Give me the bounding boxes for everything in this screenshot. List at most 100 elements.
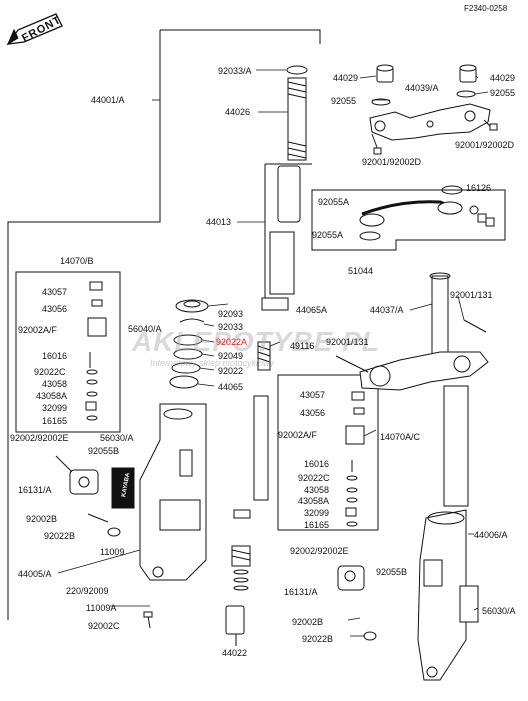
- label-44013: 44013: [206, 217, 232, 227]
- label-16131A-right: 16131/A: [284, 587, 318, 597]
- label-92002AF-right: 92002A/F: [278, 430, 318, 440]
- label-44029-right: 44029: [490, 73, 516, 83]
- label-92055A-lower: 92055A: [312, 230, 344, 240]
- label-92002B-left: 92002B: [26, 514, 58, 524]
- label-92022A: 92022A: [216, 337, 248, 347]
- seal-92093: [175, 299, 209, 313]
- label-16016-left: 16016: [42, 351, 68, 361]
- damper-rod-44022-icon: [225, 395, 269, 646]
- caliper-bracket-left-icon: [69, 469, 99, 495]
- label-92022C-right: 92022C: [298, 473, 330, 483]
- oring-92033A: [286, 65, 308, 75]
- label-43058-right: 43058: [304, 485, 330, 495]
- bushing-44065: [169, 375, 199, 389]
- label-92055A-upper: 92055A: [318, 197, 350, 207]
- clip-92033: [179, 318, 205, 323]
- label-32099-right: 32099: [304, 508, 330, 518]
- leader-lines: [57, 69, 489, 646]
- label-44005A: 44005/A: [18, 569, 52, 579]
- label-92002C: 92002C: [88, 621, 120, 631]
- label-92001-131-right: 92001/131: [450, 290, 493, 300]
- upper-bracket-icon: [369, 103, 491, 141]
- bolt-92001-131-mid-icon: [335, 355, 369, 373]
- label-56030A-left: 56030/A: [100, 433, 134, 443]
- outer-tube-left-icon: [139, 403, 207, 581]
- label-51044: 51044: [348, 266, 374, 276]
- label-43056-left: 43056: [42, 304, 68, 314]
- bolt-left-icon: [371, 133, 382, 155]
- fork-tube-right-icon: [417, 385, 469, 681]
- front-arrow-icon: [6, 13, 63, 46]
- brace-box: [311, 189, 506, 251]
- label-56040A: 56040/A: [128, 324, 162, 334]
- figure-code: F2340-0258: [464, 4, 508, 13]
- label-92001-131-mid: 92001/131: [326, 337, 369, 347]
- cap-right-icon: [459, 64, 477, 83]
- label-92001-92002D-left: 92001/92002D: [362, 157, 422, 167]
- watermark-text: AKLEPOTYBE PL: [132, 326, 380, 357]
- label-11009A: 11009A: [86, 603, 117, 613]
- label-92022C-left: 92022C: [34, 367, 66, 377]
- label-14070AC: 14070A/C: [380, 432, 421, 442]
- label-44065A: 44065A: [296, 305, 328, 315]
- bolt-92002B-left-icon: [87, 513, 109, 523]
- decal-56030-left: [111, 467, 135, 509]
- spring-44026-icon: [287, 77, 307, 161]
- label-11009: 11009: [100, 547, 125, 557]
- oring-92055-right: [456, 90, 476, 98]
- label-92022: 92022: [218, 366, 244, 376]
- caliper-bracket-right-icon: [337, 565, 365, 591]
- bolt-92002-left-icon: [55, 455, 73, 473]
- label-44022: 44022: [222, 648, 248, 658]
- fork-tube-44013-icon: [264, 163, 312, 310]
- label-92049: 92049: [218, 351, 244, 361]
- cap-left-icon: [376, 64, 394, 83]
- clamp-parts-right: [345, 391, 365, 527]
- label-49116: 49116: [290, 341, 315, 351]
- label-92055B-right: 92055B: [376, 567, 408, 577]
- label-92001-92002D-right: 92001/92002D: [455, 140, 515, 150]
- label-16165-right: 16165: [304, 520, 330, 530]
- bushing-44065A-icon: [261, 297, 289, 311]
- fork-brace-icon: [359, 185, 495, 241]
- label-43058A-right: 43058A: [298, 496, 330, 506]
- label-32099-left: 32099: [42, 403, 68, 413]
- clamp-kit-box-left: [15, 271, 121, 433]
- label-44001A: 44001/A: [91, 95, 125, 105]
- bolt-right-icon: [483, 119, 498, 131]
- clamp-kit-box-right: [277, 374, 379, 531]
- label-43056-right: 43056: [300, 408, 326, 418]
- steering-stem-icon: [359, 272, 489, 391]
- label-92033A: 92033/A: [218, 66, 252, 76]
- label-92055-right: 92055: [490, 88, 516, 98]
- clamp-parts-left: [85, 281, 107, 421]
- watermark-subtext: Internetowy sklep motocyklowy: [150, 358, 275, 368]
- valve-49116-icon: [257, 341, 271, 371]
- label-92002-92002E-right: 92002/92002E: [290, 546, 349, 556]
- oil-seal-92022B-right: [363, 631, 377, 641]
- fork-assembly-outline: [160, 29, 321, 44]
- decal-56030-right: [459, 585, 479, 623]
- label-44037A: 44037/A: [370, 305, 404, 315]
- label-92002AF-left: 92002A/F: [18, 325, 58, 335]
- label-16016-right: 16016: [304, 459, 330, 469]
- label-44039A: 44039/A: [405, 83, 439, 93]
- label-92022B-left: 92022B: [44, 531, 76, 541]
- label-92022B-right: 92022B: [302, 634, 334, 644]
- label-56030A-right: 56030/A: [482, 606, 516, 616]
- label-92002B-right: 92002B: [292, 617, 324, 627]
- bolt-92001-131-icon: [463, 319, 487, 333]
- label-16131A-left: 16131/A: [18, 485, 52, 495]
- label-43057-right: 43057: [300, 390, 326, 400]
- label-16126: 16126: [466, 183, 492, 193]
- label-16165-left: 16165: [42, 416, 68, 426]
- label-43057-left: 43057: [42, 287, 68, 297]
- label-92002-92002E-left: 92002/92002E: [10, 433, 69, 443]
- label-44029-left: 44029: [333, 73, 359, 83]
- oil-seal-92022B-left: [107, 527, 121, 537]
- label-44065: 44065: [218, 382, 244, 392]
- label-43058A-left: 43058A: [36, 391, 68, 401]
- label-92093: 92093: [218, 309, 244, 319]
